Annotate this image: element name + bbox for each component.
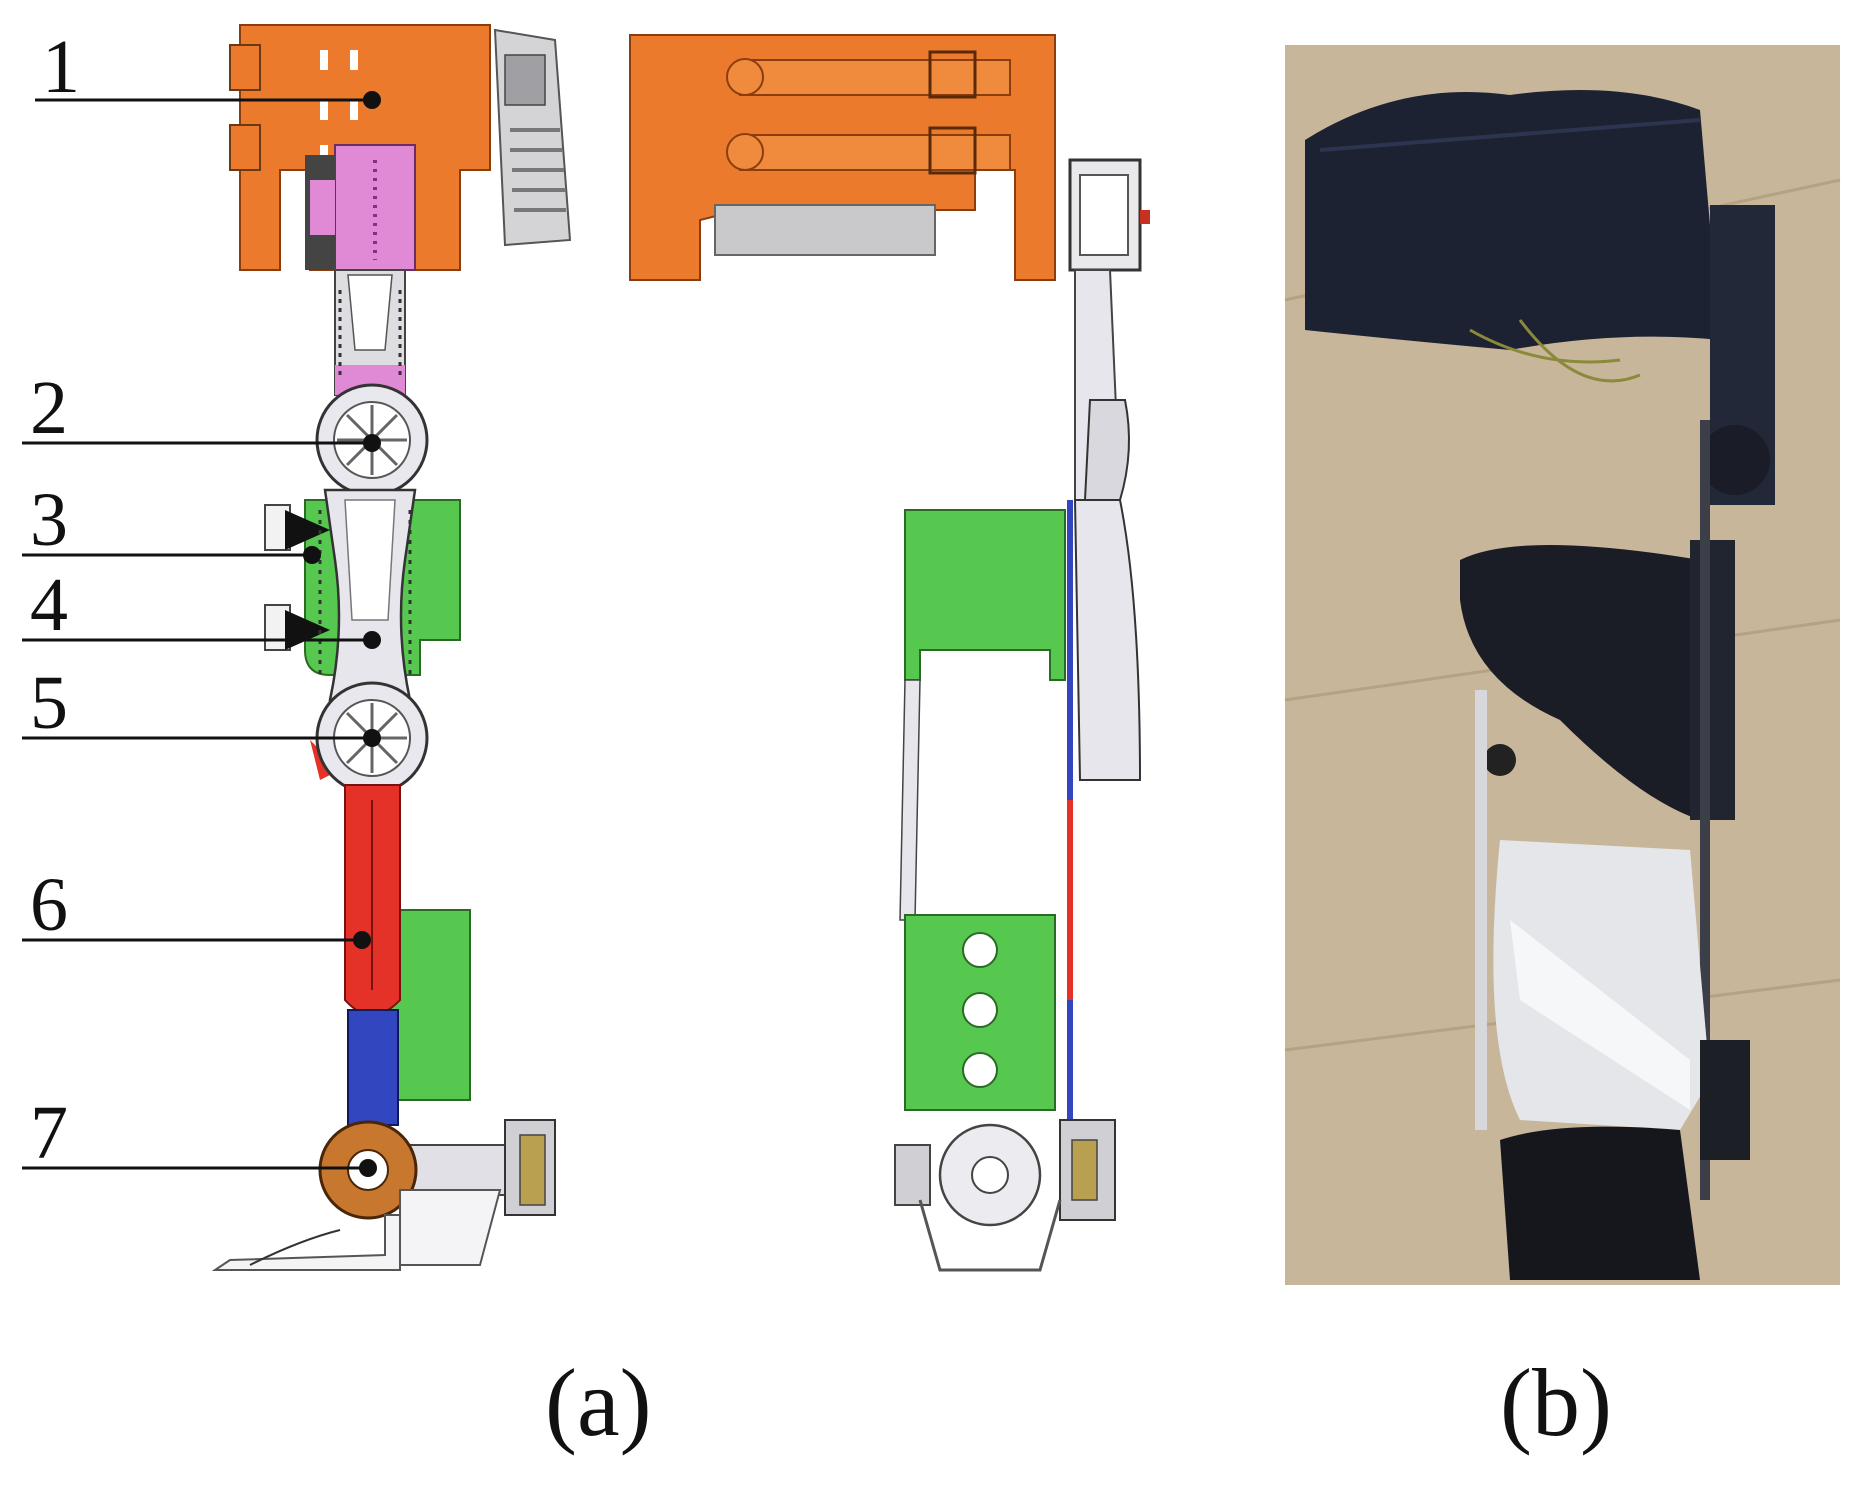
- leader-dots: [303, 91, 381, 1177]
- leader-lines: [22, 98, 372, 1170]
- photo-thigh-cuff: [1460, 545, 1720, 820]
- strap-clips-front: [264, 504, 330, 651]
- thigh-link-front: [334, 269, 406, 396]
- label-3: 3: [30, 478, 68, 562]
- shank-frame-side: [899, 679, 1056, 1111]
- leg-links-side: [1067, 269, 1142, 1130]
- caption-b: (b): [1500, 1349, 1612, 1456]
- label-4: 4: [30, 563, 68, 647]
- photo-prototype: [1284, 45, 1841, 1285]
- label-1: 1: [42, 25, 80, 109]
- waist-cuff-side: [629, 34, 1056, 281]
- photo-waist-belt: [1305, 90, 1720, 350]
- label-6: 6: [30, 863, 68, 947]
- caption-a: (a): [545, 1349, 652, 1456]
- shank-link-front: [344, 784, 401, 1126]
- photo-foot: [1500, 1126, 1700, 1280]
- ankle-side: [894, 1119, 1116, 1272]
- front-view: [211, 24, 572, 1271]
- side-view: [629, 34, 1150, 1272]
- label-2: 2: [30, 366, 68, 450]
- label-5: 5: [30, 661, 68, 745]
- controller-side: [1068, 158, 1150, 272]
- waist-cuff-front: [229, 24, 572, 271]
- thigh-cuff-side: [904, 509, 1066, 681]
- shank-cuff-front: [389, 909, 471, 1101]
- ankle-joint-front: [211, 1119, 556, 1271]
- thigh-link-lower-front: [318, 488, 417, 702]
- label-7: 7: [30, 1091, 68, 1175]
